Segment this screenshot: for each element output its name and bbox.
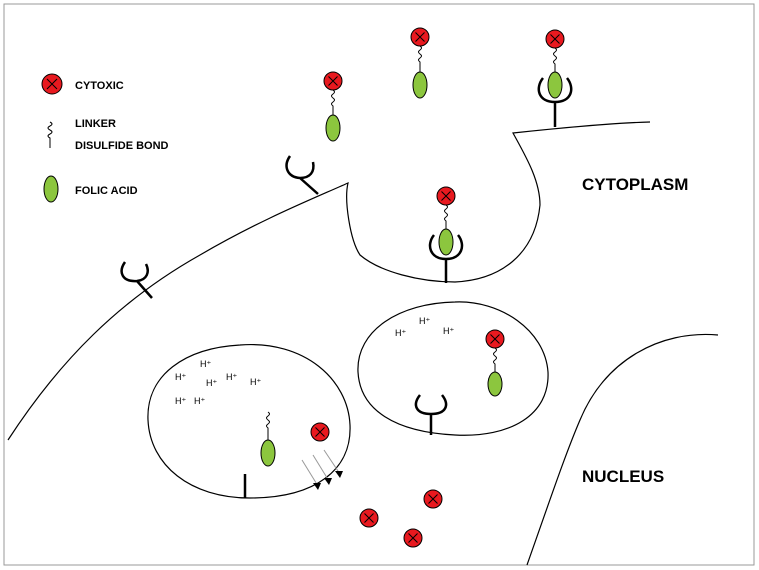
cytotoxic-icon bbox=[403, 528, 423, 548]
endosome-right bbox=[357, 301, 549, 436]
legend: CYTOXIC LINKER DISULFIDE BOND FOLIC ACID bbox=[41, 73, 169, 203]
cytotoxic-icon bbox=[410, 27, 430, 47]
folate-receptor bbox=[414, 394, 448, 435]
nucleus-membrane bbox=[526, 333, 719, 566]
legend-disulfide-label: DISULFIDE BOND bbox=[75, 140, 169, 152]
folic-acid bbox=[325, 114, 341, 142]
proton: H⁺ bbox=[443, 326, 454, 336]
release-arrows bbox=[301, 449, 341, 487]
folic-acid bbox=[260, 439, 276, 467]
proton: H⁺ bbox=[226, 372, 237, 382]
linker bbox=[493, 347, 497, 372]
nucleus-label: NUCLEUS bbox=[582, 467, 664, 486]
cytotoxic-icon bbox=[41, 73, 63, 95]
cytotoxic-icon bbox=[423, 489, 443, 509]
folic-acid bbox=[547, 71, 563, 99]
cytotoxic-icon bbox=[545, 29, 565, 49]
frame bbox=[3, 3, 755, 566]
proton: H⁺ bbox=[175, 372, 186, 382]
linker bbox=[553, 47, 557, 72]
proton: H⁺ bbox=[395, 328, 406, 338]
cytotoxic-icon bbox=[485, 329, 505, 349]
proton: H⁺ bbox=[175, 396, 186, 406]
cytotoxic-icon bbox=[310, 422, 330, 442]
cytotoxic-icon bbox=[436, 186, 456, 206]
conjugate-in-endosome bbox=[485, 329, 505, 397]
folic-acid-icon bbox=[43, 175, 59, 203]
folate-receptor bbox=[428, 234, 464, 283]
cytotoxic-icon bbox=[323, 71, 343, 91]
folate-receptor bbox=[120, 261, 153, 299]
cell-membrane bbox=[7, 121, 651, 441]
legend-folic-acid-label: FOLIC ACID bbox=[75, 185, 138, 197]
proton: H⁺ bbox=[194, 396, 205, 406]
folic-acid bbox=[487, 371, 503, 397]
legend-cytotoxic-label: CYTOXIC bbox=[75, 80, 124, 92]
linker bbox=[418, 45, 422, 72]
folic-acid bbox=[438, 228, 454, 256]
conjugate-free-1 bbox=[323, 71, 343, 142]
endosome-left bbox=[147, 344, 351, 499]
proton: H⁺ bbox=[250, 377, 261, 387]
conjugate-bound-surface bbox=[537, 29, 573, 127]
proton: H⁺ bbox=[200, 359, 211, 369]
folate-receptor bbox=[285, 155, 319, 195]
conjugate-bound-invagination bbox=[428, 186, 464, 283]
linker-icon bbox=[47, 121, 53, 148]
proton: H⁺ bbox=[419, 316, 430, 326]
cytoplasm-label: CYTOPLASM bbox=[582, 175, 688, 194]
folic-acid bbox=[412, 71, 428, 99]
folate-receptor bbox=[537, 77, 573, 127]
proton: H⁺ bbox=[206, 378, 217, 388]
linker bbox=[266, 411, 270, 440]
legend-linker-label: LINKER bbox=[75, 118, 116, 130]
linker bbox=[444, 204, 448, 229]
linker bbox=[331, 89, 335, 116]
conjugate-free-2 bbox=[410, 27, 430, 99]
cytotoxic-icon bbox=[359, 508, 379, 528]
arrow-heads bbox=[313, 471, 343, 490]
